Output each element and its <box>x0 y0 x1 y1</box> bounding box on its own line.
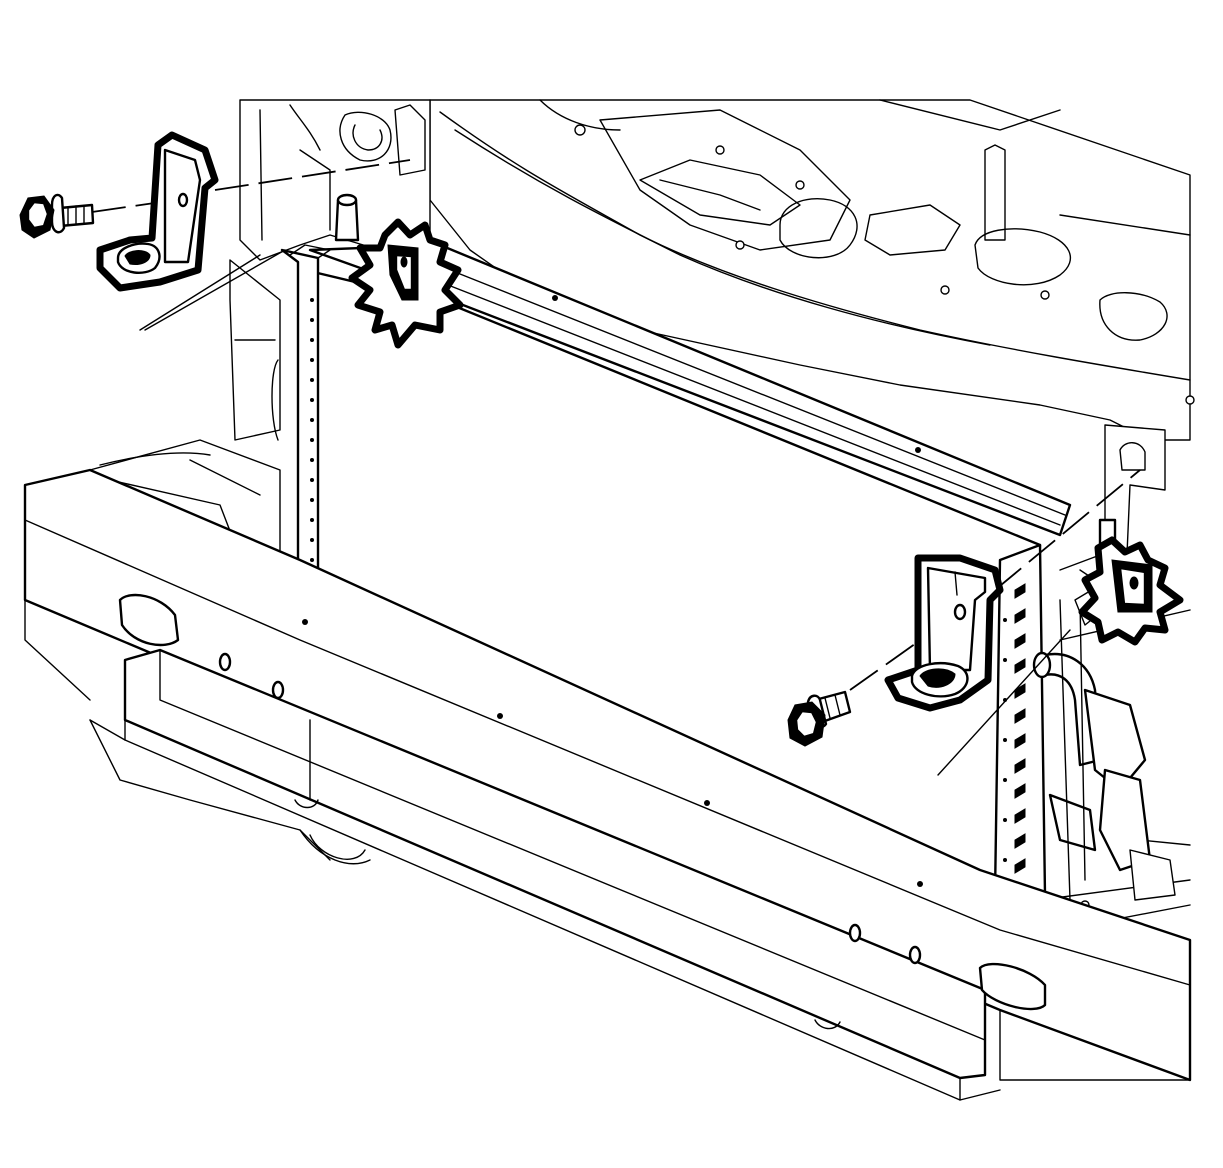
left-tank-dots <box>310 298 314 582</box>
upper-left-radiator-bracket <box>96 131 219 292</box>
right-tank-fins <box>1003 583 1026 874</box>
bolt-icon <box>19 193 95 239</box>
front-bumper-beam <box>23 468 1192 1101</box>
starburst-callout-icon <box>1078 536 1184 646</box>
lower-right-radiator-bracket <box>884 554 1004 712</box>
installation-leader-lines <box>91 159 1141 776</box>
bolt-icon <box>787 690 852 747</box>
starburst-callout-icon <box>348 218 464 349</box>
